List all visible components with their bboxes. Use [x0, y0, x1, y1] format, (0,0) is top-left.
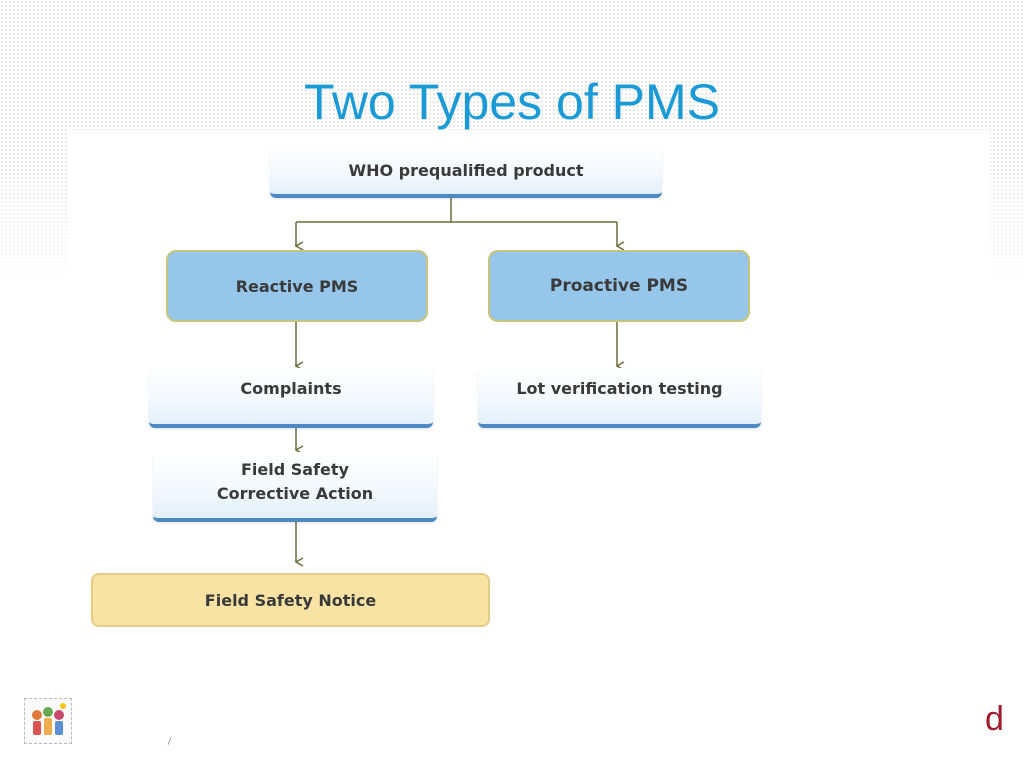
lot-verification-node: Lot verification testing	[478, 368, 761, 428]
reactive-pms-label: Reactive PMS	[235, 276, 359, 296]
field-safety-corrective-action-label: Field Safety Corrective Action	[216, 460, 374, 503]
root-node-label: WHO prequalified product	[348, 160, 584, 180]
corner-mark: d	[985, 700, 1004, 738]
root-node: WHO prequalified product	[270, 146, 662, 198]
lot-verification-label: Lot verification testing	[516, 378, 723, 398]
field-safety-corrective-action-node: Field Safety Corrective Action	[153, 452, 437, 522]
field-safety-notice-node: Field Safety Notice	[91, 573, 490, 627]
slide-title: Two Types of PMS	[304, 74, 720, 130]
complaints-label: Complaints	[240, 378, 342, 398]
reactive-pms-node: Reactive PMS	[166, 250, 428, 322]
complaints-node: Complaints	[149, 368, 433, 428]
proactive-pms-label: Proactive PMS	[549, 276, 689, 296]
children-logo-icon	[24, 698, 72, 744]
field-safety-notice-label: Field Safety Notice	[204, 590, 377, 610]
proactive-pms-node: Proactive PMS	[488, 250, 750, 322]
